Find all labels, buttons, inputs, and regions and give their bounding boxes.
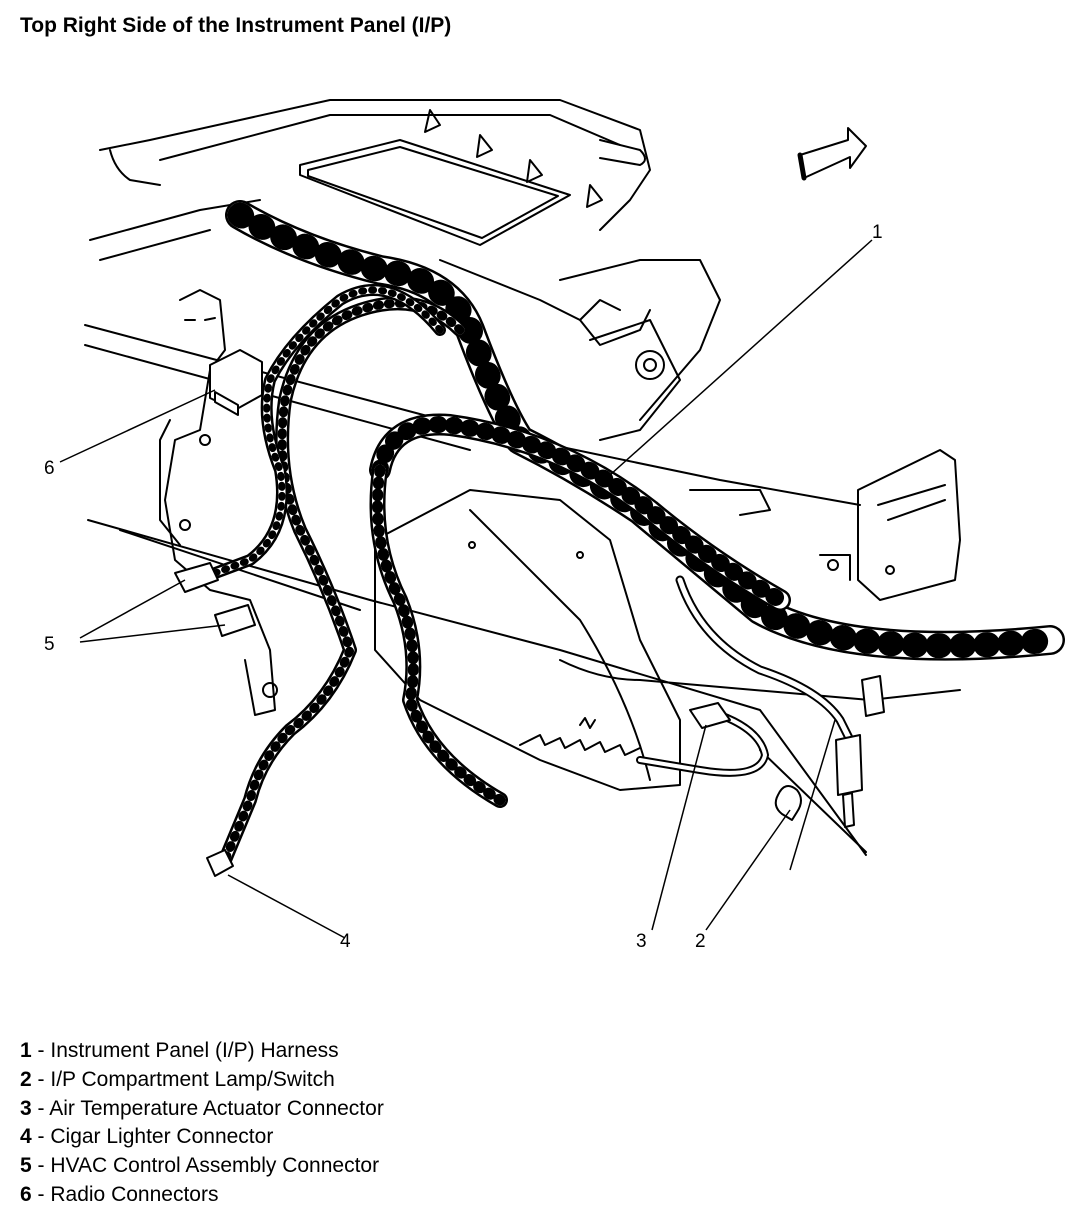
legend-item-text: I/P Compartment Lamp/Switch [50,1067,335,1091]
legend-item-number: 4 [20,1125,32,1149]
callout-3: 3 [636,931,647,952]
callouts: 1 2 3 4 5 6 [44,222,883,952]
legend-item-number: 5 [20,1154,32,1178]
legend-item: 5 - HVAC Control Assembly Connector [20,1152,384,1181]
compartment-switch-plunger [842,792,855,828]
ip-harness [204,200,1065,867]
legend-item-number: 6 [20,1182,32,1206]
legend-item-number: 3 [20,1096,32,1120]
right-side-panel [689,449,961,601]
hvac-module [374,489,681,791]
legend-item-separator: - [31,1096,50,1120]
air-temp-actuator-connector [689,702,731,729]
instrument-panel-illustration: 1 2 3 4 5 6 [44,99,1065,952]
callout-5: 5 [44,634,55,655]
radio-connector [209,349,263,411]
callout-1: 1 [872,222,883,243]
callout-6: 6 [44,458,55,479]
leader-lines [59,239,873,939]
dash-structure [89,99,721,441]
legend-item: 1 - Instrument Panel (I/P) Harness [20,1037,384,1066]
direction-arrow-icon [797,127,867,181]
parts-legend: 1 - Instrument Panel (I/P) Harness 2 - I… [20,1037,384,1210]
hvac-connector [214,604,256,637]
legend-item-text: Radio Connectors [50,1182,219,1206]
legend-item: 4 - Cigar Lighter Connector [20,1123,384,1152]
compartment-switch [835,734,863,796]
legend-item-number: 1 [20,1039,32,1062]
legend-item-text: Air Temperature Actuator Connector [49,1096,384,1120]
legend-item-text: Instrument Panel (I/P) Harness [50,1039,339,1062]
legend-item-text: HVAC Control Assembly Connector [50,1154,380,1178]
harness-clip [861,675,885,717]
legend-item: 6 - Radio Connectors [20,1181,384,1210]
legend-item-text: Cigar Lighter Connector [50,1125,274,1149]
radio-bracket [159,289,278,716]
legend-item-separator: - [31,1154,51,1178]
legend-item: 3 - Air Temperature Actuator Connector [20,1095,384,1124]
lower-rails [84,324,961,856]
hvac-connector [174,562,219,593]
legend-item-separator: - [31,1125,51,1149]
compartment-lamp-bulb [774,785,802,821]
legend-item-separator: - [31,1039,51,1062]
legend-item-number: 2 [20,1067,32,1091]
legend-item-separator: - [31,1067,51,1091]
legend-item: 2 - I/P Compartment Lamp/Switch [20,1066,384,1095]
cigar-lighter-connector [206,849,234,877]
page-title: Top Right Side of the Instrument Panel (… [20,14,452,37]
radio-connector [214,391,239,416]
callout-4: 4 [340,931,351,952]
connectors [174,349,885,877]
callout-2: 2 [695,931,706,952]
legend-item-separator: - [31,1182,51,1206]
